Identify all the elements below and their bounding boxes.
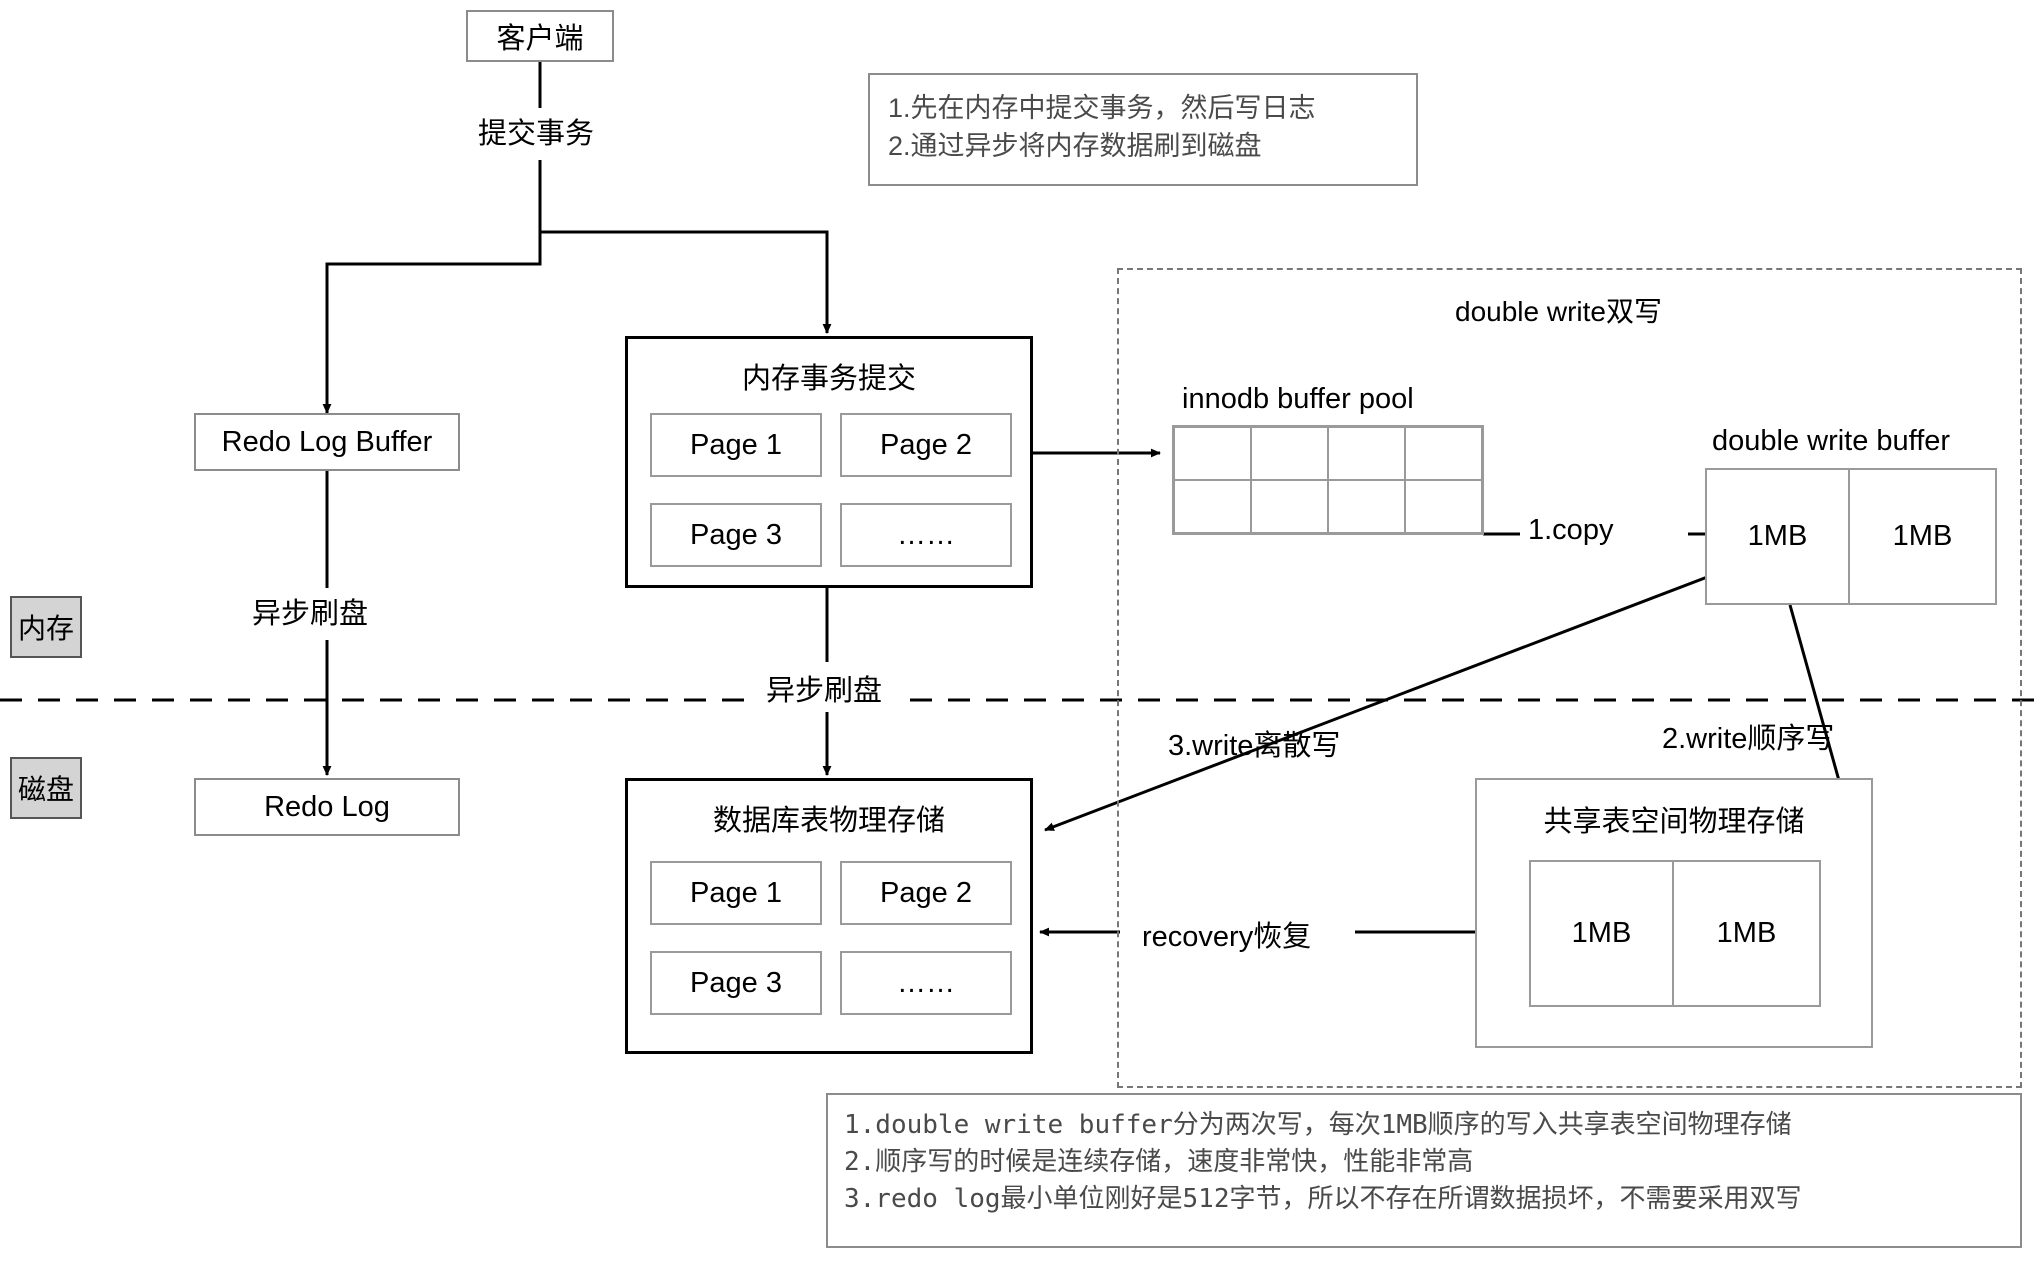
memory-page-cell[interactable]: Page 3	[650, 503, 822, 567]
edge-label-copy: 1.copy	[1528, 514, 1614, 546]
redo-log-buffer-box[interactable]: Redo Log Buffer	[194, 413, 460, 471]
shared-tablespace-slot-label: 1MB	[1716, 917, 1777, 949]
zone-tag-disk-label: 磁盘	[17, 774, 74, 805]
shared-tablespace-slot[interactable]: 1MB	[1529, 860, 1674, 1007]
buffer-pool-cell[interactable]	[1251, 427, 1328, 480]
db-table-storage-box[interactable]: 数据库表物理存储 Page 1 Page 2 Page 3 ……	[625, 778, 1033, 1054]
shared-tablespace-slot[interactable]: 1MB	[1672, 860, 1821, 1007]
redo-log-buffer-label: Redo Log Buffer	[221, 425, 433, 458]
double-write-buffer-slot[interactable]: 1MB	[1848, 468, 1997, 605]
zone-tag-memory: 内存	[10, 596, 82, 658]
memory-page-label: Page 3	[690, 518, 782, 551]
double-write-buffer-title: double write buffer	[1712, 425, 1951, 457]
double-write-buffer-slot[interactable]: 1MB	[1705, 468, 1850, 605]
db-page-label: Page 1	[690, 876, 782, 909]
shared-tablespace-slot-label: 1MB	[1571, 917, 1632, 949]
edge-label-async-flush-left: 异步刷盘	[252, 598, 369, 630]
buffer-pool-cell[interactable]	[1328, 480, 1405, 533]
note-bottom: 1.double write buffer分为两次写，每次1MB顺序的写入共享表…	[826, 1093, 2022, 1248]
db-page-label: Page 2	[880, 876, 972, 909]
note-top-line: 2.通过异步将内存数据刷到磁盘	[888, 131, 1262, 162]
memory-page-cell[interactable]: Page 2	[840, 413, 1012, 477]
innodb-buffer-pool-grid[interactable]	[1172, 425, 1484, 535]
zone-tag-disk: 磁盘	[10, 757, 82, 819]
note-bottom-line: 2.顺序写的时候是连续存储，速度非常快，性能非常高	[844, 1146, 1474, 1177]
edge-label-commit-transaction: 提交事务	[478, 118, 595, 150]
buffer-pool-cell[interactable]	[1251, 480, 1328, 533]
edge-label-recovery: recovery恢复	[1142, 921, 1312, 953]
db-page-label: Page 3	[690, 966, 782, 999]
db-page-cell[interactable]: Page 1	[650, 861, 822, 925]
db-page-cell[interactable]: ……	[840, 951, 1012, 1015]
db-page-cell[interactable]: Page 3	[650, 951, 822, 1015]
buffer-pool-cell[interactable]	[1174, 427, 1251, 480]
note-bottom-line: 3.redo log最小单位刚好是512字节，所以不存在所谓数据损坏，不需要采用…	[844, 1183, 1802, 1214]
memory-page-label: Page 2	[880, 428, 972, 461]
edge-label-write-sequential: 2.write顺序写	[1662, 723, 1835, 755]
zone-tag-memory-label: 内存	[17, 613, 74, 644]
db-page-cell[interactable]: Page 2	[840, 861, 1012, 925]
shared-tablespace-box[interactable]: 共享表空间物理存储 1MB 1MB	[1475, 778, 1873, 1048]
shared-tablespace-title: 共享表空间物理存储	[1543, 806, 1805, 838]
db-table-storage-title: 数据库表物理存储	[712, 805, 945, 837]
innodb-buffer-pool-title: innodb buffer pool	[1182, 383, 1414, 415]
double-write-buffer-box[interactable]: 1MB 1MB	[1705, 468, 1997, 605]
double-write-buffer-slot-label: 1MB	[1747, 520, 1808, 552]
buffer-pool-cell[interactable]	[1328, 427, 1405, 480]
redo-log-label: Redo Log	[264, 790, 390, 823]
redo-log-box[interactable]: Redo Log	[194, 778, 460, 836]
buffer-pool-cell[interactable]	[1174, 480, 1251, 533]
memory-transaction-box[interactable]: 内存事务提交 Page 1 Page 2 Page 3 ……	[625, 336, 1033, 588]
client-label: 客户端	[496, 23, 584, 55]
note-top-line: 1.先在内存中提交事务，然后写日志	[888, 93, 1316, 123]
memory-page-cell[interactable]: ……	[840, 503, 1012, 567]
client-box[interactable]: 客户端	[466, 10, 614, 62]
memory-page-label: ……	[897, 518, 955, 551]
memory-page-label: Page 1	[690, 428, 782, 461]
double-write-buffer-slot-label: 1MB	[1892, 520, 1953, 552]
double-write-group-title: double write双写	[1455, 296, 1662, 327]
db-page-label: ……	[897, 966, 955, 999]
note-bottom-line: 1.double write buffer分为两次写，每次1MB顺序的写入共享表…	[844, 1110, 1792, 1140]
buffer-pool-cell[interactable]	[1405, 427, 1482, 480]
double-write-group	[1117, 268, 2022, 1088]
memory-page-cell[interactable]: Page 1	[650, 413, 822, 477]
edge-label-async-flush-mid: 异步刷盘	[766, 675, 883, 707]
buffer-pool-cell[interactable]	[1405, 480, 1482, 533]
edge-label-write-scattered: 3.write离散写	[1168, 730, 1341, 762]
note-top: 1.先在内存中提交事务，然后写日志 2.通过异步将内存数据刷到磁盘	[868, 73, 1418, 186]
memory-transaction-title: 内存事务提交	[741, 363, 916, 395]
